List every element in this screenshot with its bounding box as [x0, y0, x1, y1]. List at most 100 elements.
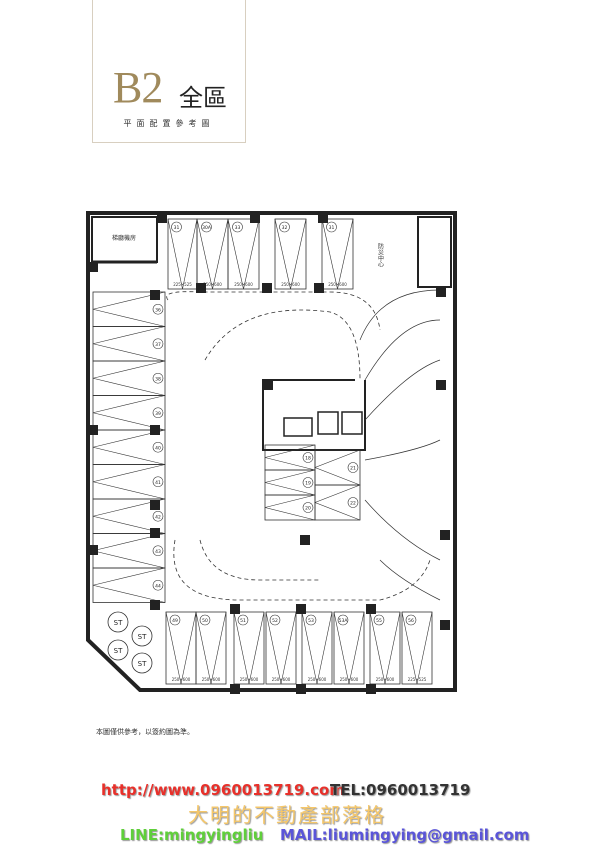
space-number-badge	[152, 441, 164, 453]
elevator	[341, 411, 363, 435]
space-number-badge	[237, 614, 249, 626]
motorcycle-label: ST	[114, 647, 123, 655]
title-card: B2 全區 平面配置參考圖	[92, 0, 246, 143]
space-number: 19	[305, 481, 311, 487]
parking-space: 21	[314, 449, 361, 486]
space-number: 55	[376, 618, 382, 624]
space-size: 250×600	[328, 282, 347, 287]
structural-column	[262, 283, 272, 293]
parking-space: 55 250×600	[369, 611, 401, 685]
parking-space: 38	[92, 360, 166, 396]
space-number: 53A	[339, 618, 349, 624]
space-number-badge	[152, 545, 164, 557]
space-number-badge	[405, 614, 417, 626]
space-number: 33	[235, 225, 241, 231]
bottom-parking-row: 49250×60050250×60051250×60052250×6005325…	[165, 611, 433, 685]
structural-column	[150, 290, 160, 300]
space-number: 52	[272, 618, 278, 624]
structural-column	[314, 283, 324, 293]
space-size: 250×600	[240, 677, 259, 682]
space-marking	[314, 449, 361, 486]
space-number: 21	[350, 466, 356, 472]
space-marking	[233, 611, 265, 685]
structural-column	[88, 262, 98, 272]
space-number: 42	[155, 514, 161, 520]
space-marking	[401, 611, 433, 685]
space-marking	[92, 395, 166, 431]
space-marking	[314, 484, 361, 521]
structural-column	[150, 425, 160, 435]
space-number: 49	[172, 618, 178, 624]
space-number-badge	[152, 303, 164, 315]
structural-column	[366, 604, 376, 614]
structural-columns	[88, 213, 450, 694]
space-number-badge	[302, 452, 314, 463]
space-number-badge	[152, 510, 164, 522]
parking-space: 18	[264, 444, 316, 471]
central-core	[262, 379, 366, 451]
space-outline	[227, 218, 260, 290]
structural-column	[157, 213, 167, 223]
motorcycle-label: ST	[138, 660, 147, 668]
space-marking	[92, 291, 166, 327]
space-size: 250×600	[376, 677, 395, 682]
space-marking	[92, 464, 166, 500]
structural-column	[366, 684, 376, 694]
parking-space: 44	[92, 567, 166, 603]
structural-column	[150, 600, 160, 610]
structural-column	[230, 684, 240, 694]
parking-space: 31 250×600	[321, 218, 354, 290]
motorcycle-label: ST	[138, 633, 147, 641]
space-number-badge	[152, 372, 164, 384]
motorcycle-area: ST ST ST ST	[107, 611, 153, 674]
structural-column	[436, 287, 446, 297]
space-number-badge	[169, 614, 181, 626]
structural-column	[300, 535, 310, 545]
space-marking	[165, 611, 197, 685]
watermark-mail: MAIL:liumingying@gmail.com	[280, 826, 530, 844]
space-number: 22	[350, 501, 356, 507]
space-marking	[265, 611, 297, 685]
space-marking	[274, 218, 307, 290]
space-marking	[369, 611, 401, 685]
motorcycle-spot	[107, 611, 129, 633]
space-number-badge	[201, 221, 212, 233]
space-number: 20	[305, 506, 311, 512]
motorcycle-spot	[107, 639, 129, 661]
parking-space: 22	[314, 484, 361, 521]
space-number-badge	[152, 338, 164, 350]
structural-column	[318, 213, 328, 223]
motorcycle-spot	[131, 652, 153, 674]
space-number-badge	[302, 477, 314, 488]
space-marking	[227, 218, 260, 290]
structural-column	[296, 684, 306, 694]
space-number: 31	[329, 225, 335, 231]
room-label: 梯廳機房	[112, 234, 136, 242]
core-parking-spaces: 18 19 20 21 22	[264, 444, 361, 521]
space-number-badge	[269, 614, 281, 626]
zone-label: 全區	[179, 84, 227, 112]
disclaimer-note: 本圖僅供參考，以簽約圖為準。	[96, 728, 194, 736]
motorcycle-label: ST	[114, 619, 123, 627]
space-number: 32	[282, 225, 288, 231]
space-number-badge	[347, 497, 359, 508]
driving-path	[166, 291, 431, 601]
space-marking	[321, 218, 354, 290]
space-number-badge	[152, 407, 164, 419]
space-number: 56	[408, 618, 414, 624]
space-marking	[92, 360, 166, 396]
structural-column	[150, 500, 160, 510]
watermark-line: LINE:mingyingliu	[120, 826, 264, 844]
parking-space: 19	[264, 469, 316, 496]
structural-column	[196, 283, 206, 293]
space-marking	[92, 429, 166, 465]
space-marking	[264, 494, 316, 521]
